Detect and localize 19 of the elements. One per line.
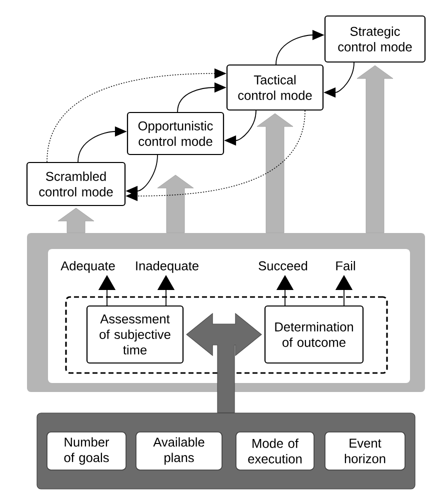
- block-arrow: [256, 113, 294, 233]
- process-box: Assessment of subjective time: [86, 305, 184, 364]
- text-label: Adequate: [60, 260, 115, 273]
- mode-box: Tactical control mode: [226, 64, 324, 111]
- mode-box: Strategic control mode: [324, 15, 426, 63]
- block-arrow: [58, 208, 94, 233]
- mode-box: Opportunistic control mode: [126, 112, 224, 156]
- factor-box: Number of goals: [46, 432, 126, 470]
- text-label: Inadequate: [136, 260, 198, 273]
- factor-box: Event horizon: [324, 432, 406, 470]
- factor-box: Available plans: [136, 432, 222, 470]
- block-arrow: [157, 174, 194, 233]
- process-box: Determination of outcome: [264, 305, 364, 364]
- text-label: Fail: [336, 260, 355, 270]
- block-arrow: [356, 65, 394, 233]
- text-label: Succeed: [258, 260, 308, 270]
- mode-box: Scrambled control mode: [26, 162, 126, 206]
- factor-box: Mode of execution: [236, 432, 314, 470]
- dashed-box: [65, 296, 388, 374]
